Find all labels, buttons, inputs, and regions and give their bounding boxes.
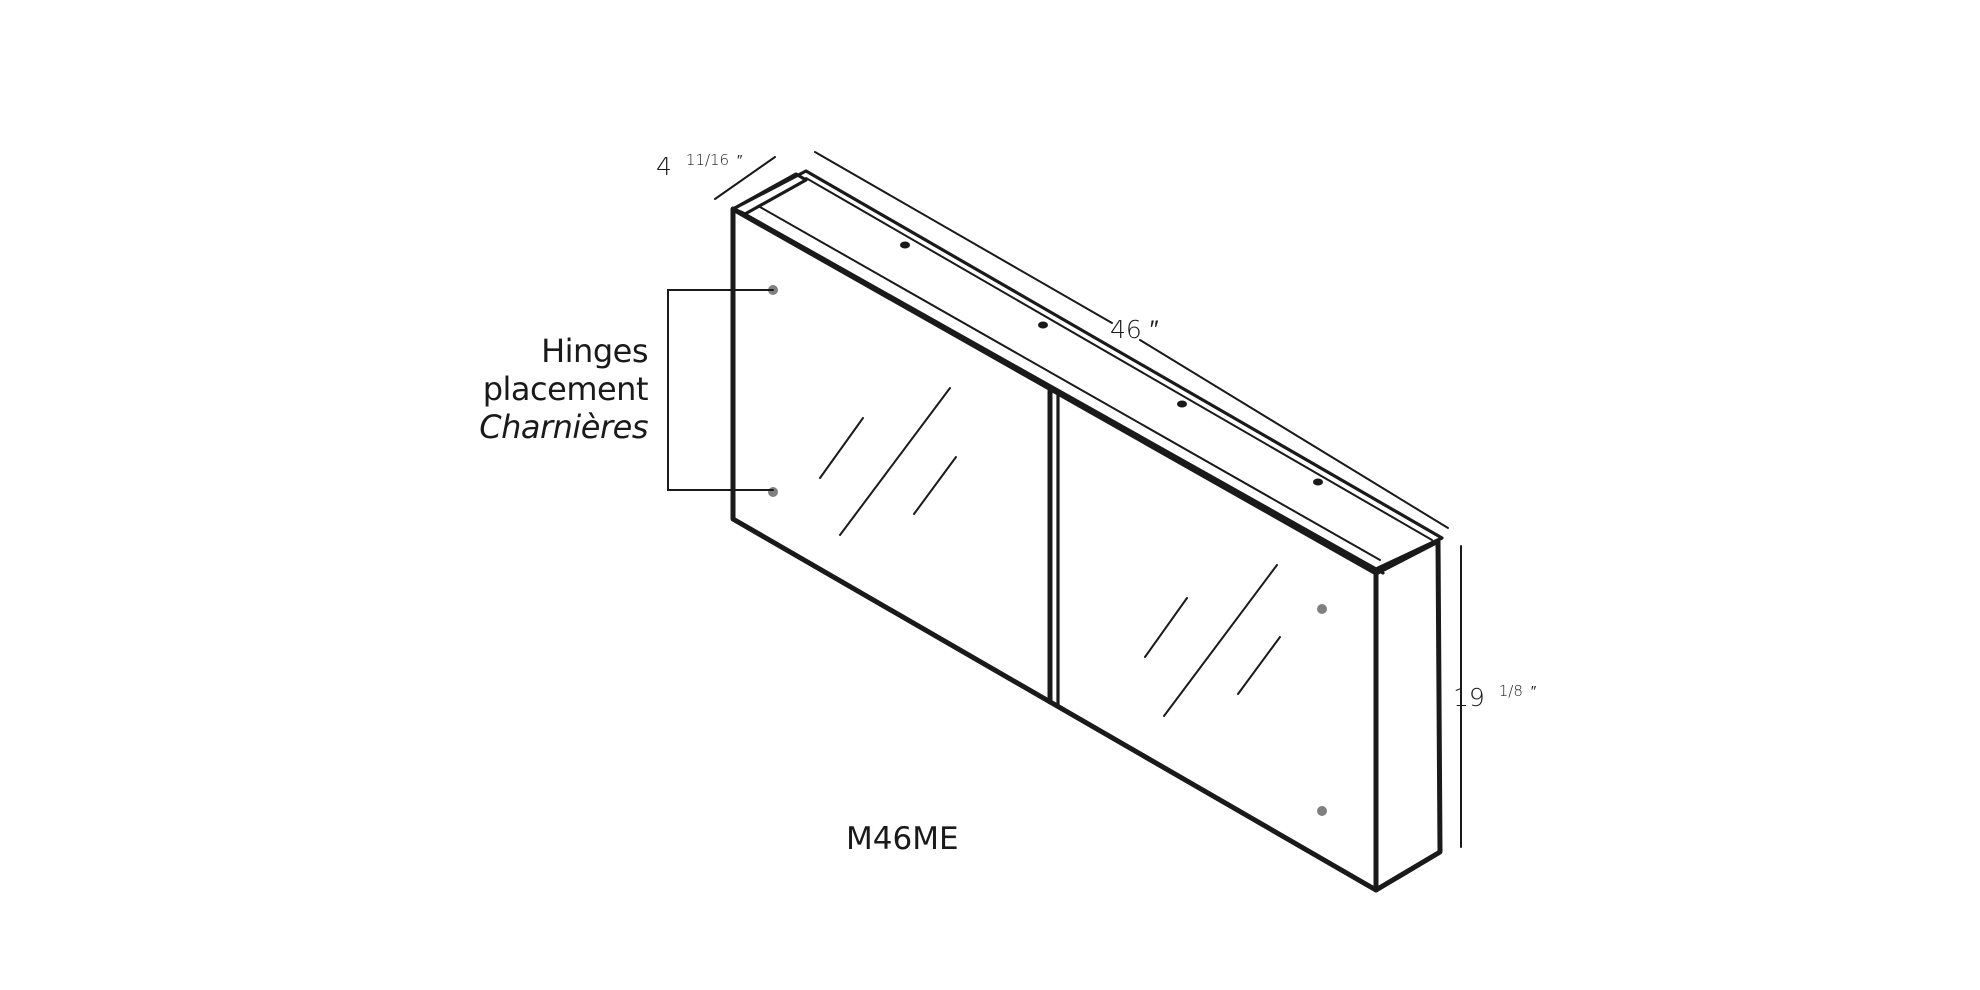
depth-dimension-line [714,156,776,200]
mount-hole-4 [1313,478,1323,486]
height-fraction: 1/8 [1499,682,1523,700]
depth-mark: ″ [737,151,743,169]
mount-hole-2 [1038,321,1048,329]
hinges-label-line3: Charnières [479,408,648,446]
hinge-dot-left-bottom [768,487,778,497]
left-door-glare-1 [819,417,864,479]
cabinet-top-left-cap [731,172,808,216]
dimension-lines [667,151,1462,848]
left-door-glare-3 [913,456,957,515]
hinge-bracket [667,289,774,491]
right-door-glare-1 [1144,597,1188,658]
width-mark: ″ [1150,315,1159,344]
cabinet-top-lip-inner [759,206,1381,561]
height-label: 19 1/8 ″ [1453,673,1537,712]
cabinet-body [730,169,1444,893]
hinge-dot-right-top [1317,604,1327,614]
cabinet-top-surface [731,169,1444,571]
cabinet-right-side [1373,538,1443,893]
width-dimension-line-a [814,151,1113,324]
right-door-glare-3 [1237,636,1281,695]
depth-label: 4 11/16 ″ [656,142,743,181]
cabinet-top-back-edge [805,177,1433,541]
mount-hole-3 [1177,400,1187,408]
right-door-glare-2 [1163,564,1278,717]
width-dimension-line-b [1139,339,1449,529]
cabinet-right-side-top [1374,539,1440,575]
width-whole: 46 [1110,315,1142,344]
model-label: M46ME [846,821,959,857]
mount-hole-1 [900,241,910,249]
hinge-dot-right-bottom [1317,806,1327,816]
cabinet-front-face [730,206,1379,893]
hinges-label-line1: Hinges [541,332,648,370]
left-door-glare-2 [839,387,951,536]
depth-fraction: 11/16 [686,151,729,169]
height-whole: 19 [1453,683,1485,712]
height-mark: ″ [1531,682,1537,700]
width-label: 46 ″ [1110,315,1159,344]
depth-whole: 4 [656,152,672,181]
hinges-label-line2: placement [483,370,648,408]
